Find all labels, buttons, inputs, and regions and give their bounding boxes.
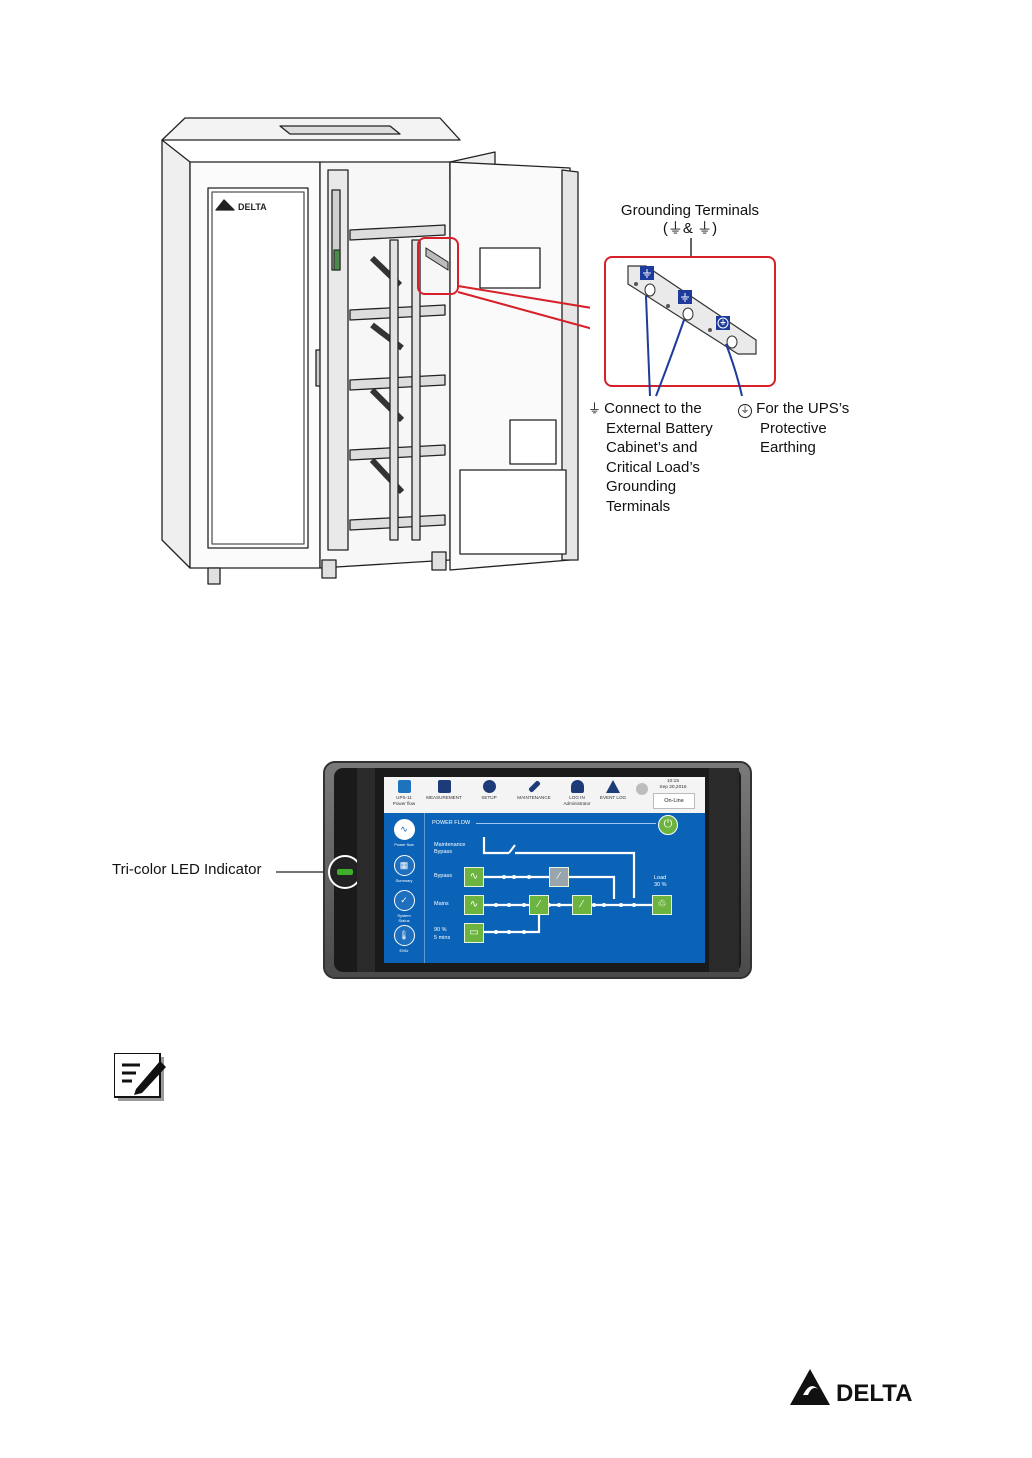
battery-percent-label: 90 % <box>434 927 447 933</box>
table-icon: ▦ <box>393 855 415 876</box>
load-block[interactable]: ♲ <box>652 895 672 915</box>
load-label: Load <box>654 875 667 881</box>
sidebar-summary[interactable]: ▦Summary <box>392 855 416 883</box>
battery-block[interactable]: ▭ <box>464 923 484 943</box>
waveform-icon <box>437 780 451 793</box>
power-flow-title: POWER FLOW <box>432 820 471 826</box>
callout-leader-line <box>690 238 692 258</box>
grounding-terminals-title: Grounding Terminals <box>620 202 760 219</box>
ups-cabinet-illustration: DELTA <box>161 117 590 585</box>
bypass-label: Bypass <box>434 873 453 879</box>
nav-event-log[interactable]: EVENT LOG <box>588 780 638 801</box>
mute-icon[interactable] <box>636 783 648 795</box>
ground-icon: ⏚ <box>588 401 602 416</box>
nav-setup[interactable]: SETUP <box>464 780 514 801</box>
sidebar-emu[interactable]: 🌡EMU <box>392 925 416 953</box>
load-percent-label: 30 % <box>654 882 667 888</box>
cabinet-brand: DELTA <box>238 202 267 212</box>
sidebar-power-flow[interactable]: ∿Power flow <box>392 819 416 847</box>
delta-logo: DELTA <box>790 1369 912 1407</box>
nav-maintenance[interactable]: MAINTENANCE <box>509 780 559 801</box>
rectifier-block[interactable]: ⁄ <box>529 895 549 915</box>
nav-measurement[interactable]: MEASUREMENT <box>419 780 469 801</box>
static-switch-block[interactable]: ⁄ <box>549 867 569 887</box>
mains-input-block[interactable]: ∿ <box>464 895 484 915</box>
power-icon[interactable]: ⏻ <box>658 815 678 835</box>
battery-grounding-label: ⏚ Connect to the External Battery Cabine… <box>588 400 713 515</box>
maintenance-bypass-label: Maintenance Bypass <box>434 842 466 855</box>
bypass-input-block[interactable]: ∿ <box>464 867 484 887</box>
inverter-block[interactable]: ⁄ <box>572 895 592 915</box>
thermometer-icon: 🌡 <box>393 925 415 946</box>
note-icon <box>114 1053 166 1101</box>
battery-time-label: 5 mins <box>434 935 451 941</box>
protective-earthing-label: ⏚ For the UPS’s Protective Earthing <box>738 399 849 458</box>
sine-icon: ∿ <box>393 819 415 840</box>
gear-icon <box>482 780 496 793</box>
grounding-terminals-symbols: (⏚& ⏚) <box>662 220 718 237</box>
protective-earth-icon: ⏚ <box>738 404 752 418</box>
power-flow-lines <box>482 837 654 934</box>
user-icon <box>570 780 584 793</box>
screen-sidebar: ∿Power flow ▦Summary ✓System Status 🌡EMU <box>384 813 425 963</box>
delta-logo-text: DELTA <box>836 1380 912 1407</box>
mains-label: Mains <box>434 901 449 907</box>
warning-icon <box>606 780 620 793</box>
status-online: On-Line <box>653 793 695 809</box>
led-indicator <box>328 855 362 889</box>
sidebar-system-status[interactable]: ✓System Status <box>392 890 416 923</box>
home-icon <box>397 780 411 793</box>
terminal-leader-lines <box>645 295 743 397</box>
check-icon: ✓ <box>393 890 415 911</box>
datetime: 10:15 Sep 20,2016 <box>659 779 687 790</box>
grounding-highlight <box>417 237 459 295</box>
grounding-bar-zoom <box>604 256 776 387</box>
led-indicator-label: Tri-color LED Indicator <box>112 861 262 878</box>
